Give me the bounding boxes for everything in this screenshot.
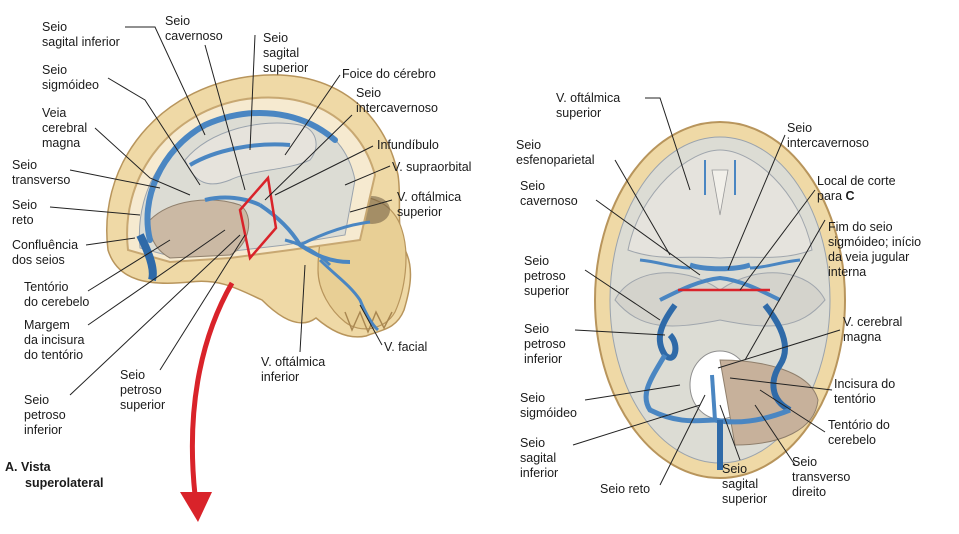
label-a-infundibulo: Infundíbulo bbox=[377, 138, 439, 152]
label-a-seio-sagital-superior: Seio sagital superior bbox=[263, 31, 309, 75]
label-a-seio-reto: Seio reto bbox=[12, 198, 38, 227]
label-b-seio-transverso-direito: Seio transverso direito bbox=[792, 455, 851, 499]
label-a-v-facial: V. facial bbox=[384, 340, 428, 354]
label-b-tentorio: Tentório do cerebelo bbox=[828, 418, 890, 447]
figure-a-illustration bbox=[106, 74, 412, 522]
label-a-veia-cerebral-magna: Veia cerebral magna bbox=[42, 106, 88, 150]
label-a-seio-transverso: Seio transverso bbox=[12, 158, 71, 187]
caption-a-sub: superolateral bbox=[25, 476, 104, 490]
label-a-seio-sigmoideo: Seio sigmóideo bbox=[42, 63, 99, 92]
label-b-v-oftalmica-superior: V. oftálmica superior bbox=[556, 91, 621, 120]
label-b-seio-sagital-superior: Seio sagital superior bbox=[722, 462, 768, 506]
label-b-seio-sagital-inferior: Seio sagital inferior bbox=[520, 436, 559, 480]
label-b-seio-petroso-inferior: Seio petroso inferior bbox=[524, 322, 566, 366]
caption-a-title: Vista bbox=[20, 460, 51, 474]
label-a-seio-sagital-inferior: Seio sagital inferior bbox=[42, 20, 120, 49]
label-b-seio-esfenoparietal: Seio esfenoparietal bbox=[516, 138, 595, 167]
label-a-foice: Foice do cérebro bbox=[342, 67, 436, 81]
label-a-seio-cavernoso: Seio cavernoso bbox=[165, 14, 223, 43]
label-b-v-cerebral-magna: V. cerebral magna bbox=[843, 315, 903, 344]
label-a-v-oftalmica-inferior: V. oftálmica inferior bbox=[261, 355, 326, 384]
local-corte-para: para bbox=[817, 189, 843, 203]
label-a-v-oftalmica-superior: V. oftálmica superior bbox=[397, 190, 462, 219]
figure-b-leaders bbox=[572, 97, 841, 486]
label-a-seio-petroso-inferior: Seio petroso inferior bbox=[24, 393, 66, 437]
figure-a-leaders bbox=[49, 26, 393, 396]
label-b-seio-sigmoideo: Seio sigmóideo bbox=[520, 391, 577, 420]
label-b-incisura: Incisura do tentório bbox=[834, 377, 896, 406]
label-b-local-de-corte: Local de corte para C bbox=[817, 174, 896, 203]
label-a-margem: Margem da incisura do tentório bbox=[24, 318, 85, 362]
red-arrow bbox=[189, 281, 235, 496]
label-a-tentorio: Tentório do cerebelo bbox=[24, 280, 90, 309]
label-b-seio-intercavernoso: Seio intercavernoso bbox=[787, 121, 869, 150]
label-a-seio-intercavernoso: Seio intercavernoso bbox=[356, 86, 438, 115]
label-b-fim-seio-sigmoideo: Fim do seio sigmóideo; início da veia ju… bbox=[828, 220, 922, 279]
figure-b-illustration bbox=[594, 121, 846, 479]
caption-a-letter: A. bbox=[5, 460, 18, 474]
label-b-seio-reto: Seio reto bbox=[600, 482, 651, 496]
label-a-confluencia: Confluência dos seios bbox=[12, 238, 79, 267]
label-b-seio-petroso-superior: Seio petroso superior bbox=[524, 254, 570, 298]
caption-a: A. Vista superolateral bbox=[5, 459, 104, 491]
label-b-seio-cavernoso: Seio cavernoso bbox=[520, 179, 578, 208]
label-a-seio-petroso-superior: Seio petroso superior bbox=[120, 368, 166, 412]
label-a-v-supraorbital: V. supraorbital bbox=[392, 160, 472, 174]
cut-plane-a bbox=[238, 175, 278, 261]
local-corte-letter: C bbox=[845, 189, 855, 203]
